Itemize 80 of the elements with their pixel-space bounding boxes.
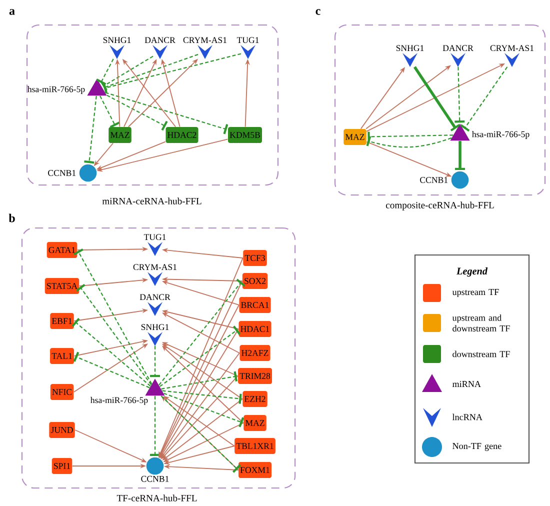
inhibition-line bbox=[74, 248, 152, 384]
gene-square: KDM5B bbox=[228, 127, 262, 143]
legend-text: upstream and downstream TF bbox=[452, 314, 510, 332]
chevron-node: CRYM-AS1 bbox=[183, 37, 226, 59]
chevron-node: DANCR bbox=[140, 294, 170, 316]
chevron-node: TUG1 bbox=[236, 37, 259, 59]
chevron-node: DANCR bbox=[144, 37, 176, 59]
gene-square: NFIC bbox=[50, 384, 74, 400]
inhibition-line bbox=[150, 346, 160, 378]
gene-square: FOXM1 bbox=[238, 462, 272, 478]
inhibition-line bbox=[105, 92, 228, 134]
circle-node: CCNB1 bbox=[420, 171, 469, 189]
legend-text: miRNA bbox=[452, 381, 481, 387]
gene-square: TCF3 bbox=[243, 250, 267, 266]
node-label: CCNB1 bbox=[141, 476, 169, 482]
node-label: hsa-miR-766-5p bbox=[90, 396, 148, 405]
node-label: TUG1 bbox=[236, 37, 259, 44]
node-label: DANCR bbox=[442, 45, 474, 52]
inhibition-line bbox=[455, 140, 465, 170]
node-label: SNHG1 bbox=[103, 37, 131, 44]
gene-square: MAZ bbox=[244, 415, 266, 431]
triangle-node: hsa-miR-766-5p bbox=[450, 124, 530, 141]
gene-square: BRCA1 bbox=[239, 297, 271, 313]
chevron-node: DANCR bbox=[442, 45, 474, 67]
circle-node: CCNB1 bbox=[141, 457, 169, 482]
chevron-node: CRYM-AS1 bbox=[133, 264, 176, 286]
node-label: miRNA-ceRNA-hub-FFL bbox=[102, 198, 202, 204]
inhibition-line bbox=[162, 390, 242, 404]
gene-square: EBF1 bbox=[50, 313, 74, 329]
panel-letter: c bbox=[316, 9, 320, 15]
gene-square: EZH2 bbox=[242, 391, 268, 407]
gene-square: SOX2 bbox=[242, 273, 268, 289]
node-label: TF-ceRNA-hub-FFL bbox=[116, 494, 197, 502]
gene-square: MAZ bbox=[344, 129, 366, 145]
gene-square: TRIM28 bbox=[238, 368, 272, 384]
legend-text: downstream TF bbox=[452, 350, 510, 358]
node-label: CRYM-AS1 bbox=[183, 37, 226, 44]
chevron-node: TUG1 bbox=[144, 234, 166, 256]
chevron-node: CRYM-AS1 bbox=[490, 45, 534, 67]
node-label: SNHG1 bbox=[141, 324, 169, 330]
gene-square: MAZ bbox=[108, 127, 132, 143]
node-label: composite-ceRNA-hub-FFL bbox=[386, 202, 494, 210]
inhibition-line bbox=[413, 66, 460, 132]
gene-square: JUND bbox=[49, 422, 75, 438]
node-label: SNHG1 bbox=[396, 45, 424, 52]
gene-square: HDAC1 bbox=[238, 321, 272, 337]
circle-node: CCNB1 bbox=[48, 164, 97, 182]
gene-square: STAT5A bbox=[44, 278, 80, 294]
legend-text: Non-TF gene bbox=[452, 443, 502, 451]
legend-text: upstream TF bbox=[452, 289, 499, 297]
panel-letter: b bbox=[8, 214, 15, 222]
node-label: TUG1 bbox=[144, 234, 166, 240]
node-label: CCNB1 bbox=[420, 177, 448, 183]
node-label: hsa-miR-766-5p bbox=[472, 131, 530, 139]
node-label: DANCR bbox=[144, 37, 176, 44]
chevron-node: SNHG1 bbox=[103, 37, 131, 59]
inhibition-line bbox=[150, 396, 160, 456]
node-label: hsa-miR-766-5p bbox=[27, 86, 85, 94]
triangle-node: hsa-miR-766-5p bbox=[90, 378, 165, 405]
inhibition-line bbox=[366, 136, 452, 148]
gene-square: TBL1XR1 bbox=[234, 438, 276, 454]
node-label: CRYM-AS1 bbox=[133, 264, 176, 270]
inhibition-line bbox=[368, 132, 454, 142]
gene-square: H2AFZ bbox=[240, 345, 270, 361]
gene-square: TAL1 bbox=[50, 348, 74, 364]
gene-square: HDAC2 bbox=[166, 127, 198, 143]
triangle-node: hsa-miR-766-5p bbox=[27, 78, 107, 96]
gene-square: GATA1 bbox=[46, 242, 78, 258]
legend-text: lncRNA bbox=[452, 414, 482, 420]
inhibition-line bbox=[158, 278, 246, 386]
chevron-node: SNHG1 bbox=[396, 45, 424, 67]
inhibition-line bbox=[84, 96, 97, 164]
node-label: DANCR bbox=[140, 294, 170, 300]
gene-square: SPI1 bbox=[52, 458, 72, 474]
panel-letter: a bbox=[9, 9, 15, 15]
inhibition-line bbox=[73, 352, 150, 388]
node-label: CCNB1 bbox=[48, 170, 76, 176]
inhibition-line bbox=[454, 66, 465, 123]
node-label: CRYM-AS1 bbox=[490, 45, 534, 52]
chevron-node: SNHG1 bbox=[141, 324, 169, 346]
